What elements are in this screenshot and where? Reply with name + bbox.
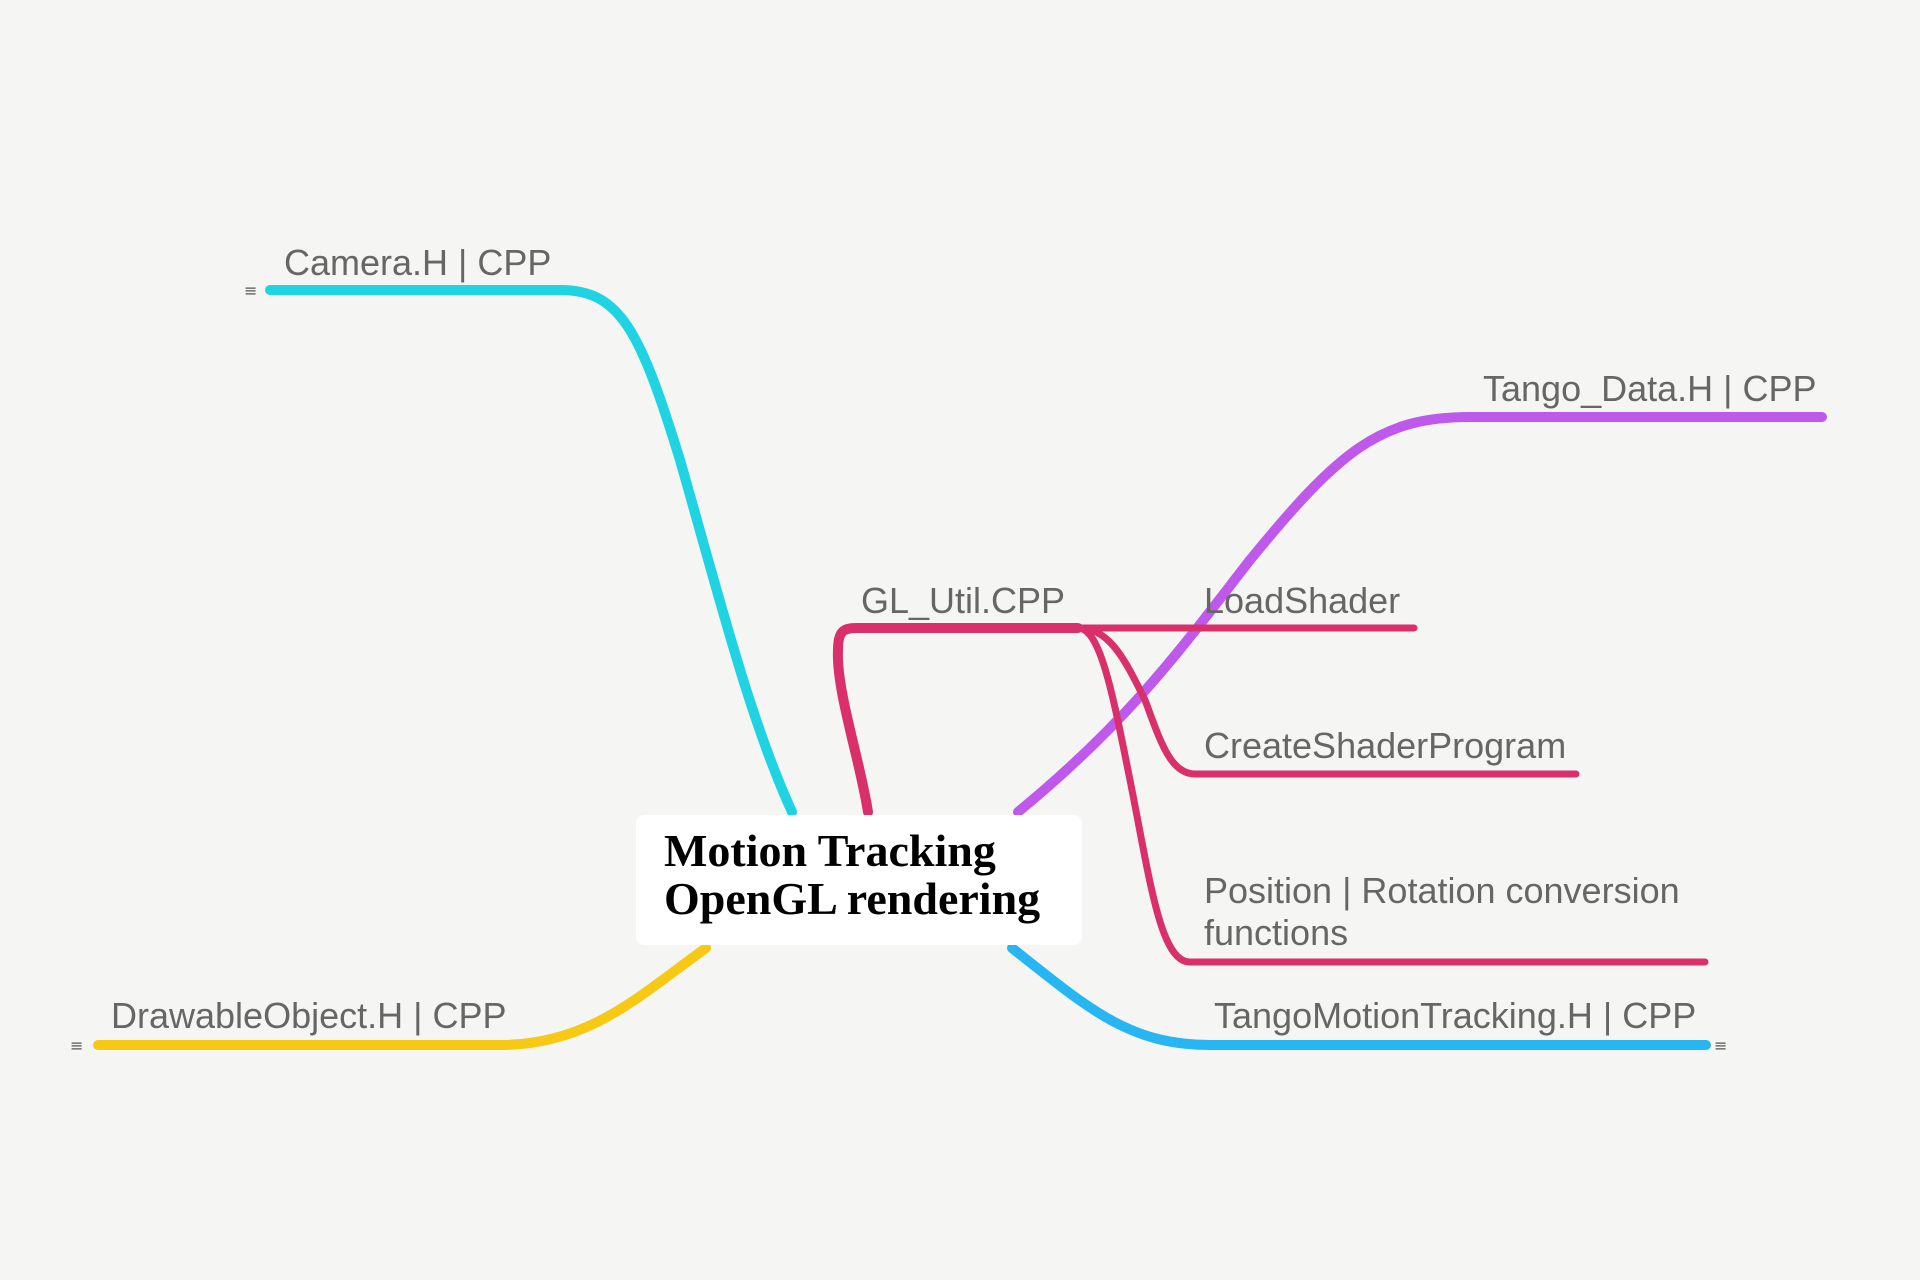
- topic-tango-motion-tracking[interactable]: TangoMotionTracking.H | CPP: [1214, 995, 1697, 1036]
- position-rotation-line: [1074, 624, 1709, 966]
- topic-gl-util[interactable]: GL_Util.CPP: [861, 580, 1066, 621]
- tango-data-branch-line: [1013, 412, 1827, 817]
- tango-motion-collapse-icon[interactable]: ≡: [1714, 1036, 1728, 1055]
- topic-load-shader[interactable]: LoadShader: [1204, 580, 1401, 621]
- drawable-branch-line: [93, 943, 711, 1050]
- central-topic-line2: OpenGL rendering: [664, 873, 1041, 924]
- camera-collapse-icon[interactable]: ≡: [244, 281, 258, 300]
- create-shader-program-line: [1074, 624, 1580, 778]
- central-topic[interactable]: Motion Tracking OpenGL rendering: [636, 815, 1082, 945]
- tango-motion-branch-line: [1007, 943, 1711, 1050]
- topic-camera[interactable]: Camera.H | CPP: [284, 242, 552, 283]
- topic-create-shader-program[interactable]: CreateShaderProgram: [1204, 725, 1567, 766]
- central-topic-line1: Motion Tracking: [664, 825, 996, 876]
- topic-tango-data[interactable]: Tango_Data.H | CPP: [1483, 368, 1817, 409]
- drawable-collapse-icon[interactable]: ≡: [70, 1036, 84, 1055]
- camera-branch-line: [265, 285, 797, 817]
- topic-position-rotation[interactable]: Position | Rotation conversion functions: [1204, 870, 1680, 953]
- gl-util-branch-line: [832, 623, 1083, 817]
- topic-drawable-object[interactable]: DrawableObject.H | CPP: [111, 995, 507, 1036]
